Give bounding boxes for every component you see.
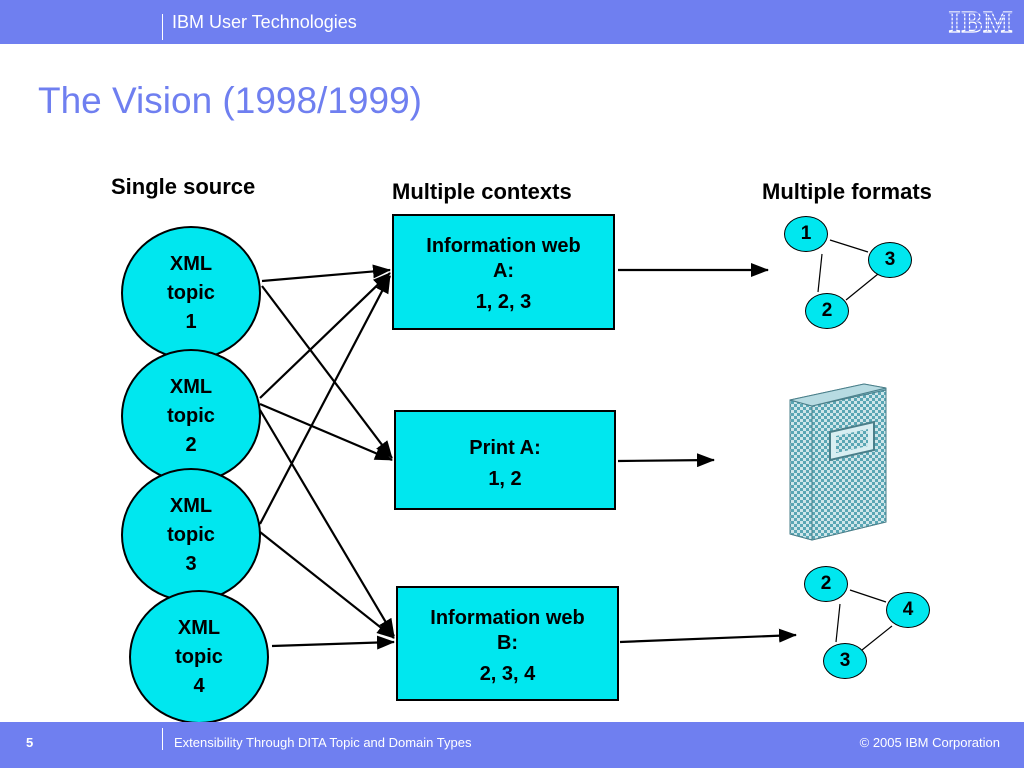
slide-title: The Vision (1998/1999)	[38, 80, 422, 121]
heading-single-source: Single source	[111, 174, 256, 199]
topic-4-line2: topic	[175, 645, 223, 668]
connector-topic3-webB	[259, 531, 395, 639]
edge-webB-2-3	[835, 603, 841, 643]
xml-topic-1: XML topic 1	[121, 226, 261, 360]
arrow-webB-format	[619, 628, 797, 644]
book-icon	[789, 383, 887, 541]
topic-4-line1: XML	[177, 616, 221, 639]
edge-webB-4-3	[861, 625, 893, 651]
context-print-a-topics: 1, 2	[488, 468, 522, 490]
context-information-web-b: Information web B: 2, 3, 4	[396, 586, 619, 701]
connector-topic1-printA	[261, 285, 393, 459]
connector-topic1-webA	[261, 264, 391, 283]
edge-webB-2-4	[849, 589, 887, 603]
context-information-web-a: Information web A: 1, 2, 3	[392, 214, 615, 330]
edge-webA-3-2	[845, 273, 879, 301]
heading-multiple-formats: Multiple formats	[762, 179, 932, 204]
page-number: 5	[26, 735, 34, 750]
edge-webA-1-3	[829, 239, 869, 253]
topic-2-num: 2	[185, 433, 197, 456]
context-web-a-name-line2: A:	[492, 260, 515, 282]
arrow-printA-format	[617, 453, 715, 468]
format-web-a-node-1: 1	[784, 216, 828, 252]
copyright-text: © 2005 IBM Corporation	[859, 735, 1000, 750]
topic-1-line2: topic	[167, 281, 215, 304]
format-web-b-node-4: 4	[886, 592, 930, 628]
format-web-b-node-2: 2	[804, 566, 848, 602]
topic-3-line2: topic	[167, 523, 215, 546]
format-web-a-node-2: 2	[805, 293, 849, 329]
topic-1-line1: XML	[169, 252, 213, 275]
context-web-b-name-line1: Information web	[430, 607, 585, 629]
heading-multiple-contexts: Multiple contexts	[392, 179, 572, 204]
footer-divider	[162, 728, 163, 750]
ibm-logo-icon: IBM	[946, 5, 1016, 37]
header-bar: IBM User Technologies IBM	[0, 0, 1024, 44]
topic-4-num: 4	[193, 674, 205, 697]
context-web-b-topics: 2, 3, 4	[479, 663, 536, 685]
connector-topic4-webB	[271, 635, 395, 650]
topic-2-line1: XML	[169, 375, 213, 398]
connector-topic2-webA	[259, 272, 391, 399]
connector-topic3-webA	[259, 275, 391, 525]
footer-bar: 5 Extensibility Through DITA Topic and D…	[0, 722, 1024, 768]
format-web-b-node-3: 3	[823, 643, 867, 679]
topic-2-line2: topic	[167, 404, 215, 427]
header-divider	[162, 14, 163, 40]
header-brand-text: IBM User Technologies	[172, 12, 357, 32]
xml-topic-3: XML topic 3	[121, 468, 261, 602]
connector-topic2-webB	[259, 409, 395, 637]
format-web-a-node-3: 3	[868, 242, 912, 278]
connector-topic2-printA	[259, 402, 393, 462]
context-web-a-name-line1: Information web	[426, 235, 581, 257]
xml-topic-2: XML topic 2	[121, 349, 261, 483]
edge-webA-1-2	[817, 253, 823, 293]
context-web-a-topics: 1, 2, 3	[475, 291, 532, 313]
xml-topic-4: XML topic 4	[129, 590, 269, 724]
topic-1-num: 1	[185, 310, 197, 333]
topic-3-line1: XML	[169, 494, 213, 517]
context-print-a-name: Print A:	[469, 437, 541, 459]
context-web-b-name-line2: B:	[496, 632, 519, 654]
topic-3-num: 3	[185, 552, 197, 575]
presentation-title: Extensibility Through DITA Topic and Dom…	[174, 735, 472, 750]
context-print-a: Print A: 1, 2	[394, 410, 616, 510]
